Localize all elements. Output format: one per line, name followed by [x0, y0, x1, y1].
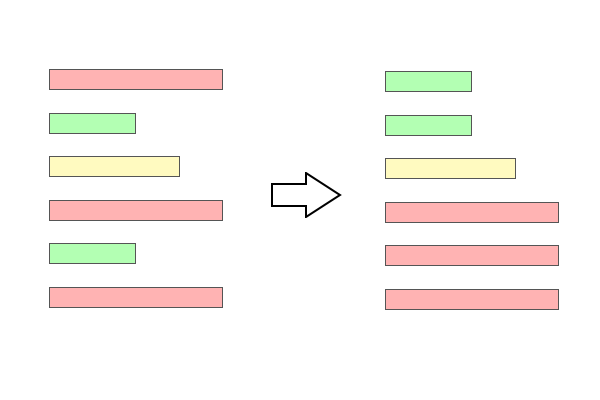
sorted-bar-long [385, 245, 559, 266]
sorted-bar-medium [385, 158, 516, 179]
right-arrow-icon [271, 172, 342, 218]
unsorted-bar-long [49, 200, 223, 221]
unsorted-bar-short [49, 113, 136, 134]
unsorted-bar-long [49, 69, 223, 90]
unsorted-bar-long [49, 287, 223, 308]
sorted-bar-long [385, 202, 559, 223]
unsorted-bar-medium [49, 156, 180, 177]
unsorted-bar-short [49, 243, 136, 264]
sorted-bar-short [385, 71, 472, 92]
sorted-bar-short [385, 115, 472, 136]
sorted-bar-long [385, 289, 559, 310]
arrow-shape [271, 172, 342, 218]
